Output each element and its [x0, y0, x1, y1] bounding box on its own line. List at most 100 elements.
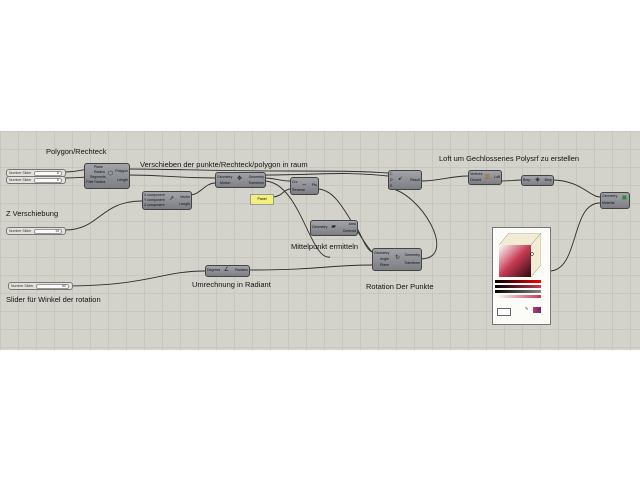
input-x[interactable]: X component: [144, 193, 165, 197]
input-crv[interactable]: Crv: [292, 180, 298, 184]
wire: [263, 177, 291, 182]
wire: [62, 270, 206, 287]
green-bar[interactable]: [495, 285, 541, 288]
output-transform[interactable]: Transform: [248, 181, 264, 185]
group-label-slider-winkel: Slider für Winkel der rotation: [6, 295, 101, 304]
input-d[interactable]: D: [390, 178, 393, 182]
alpha-bar[interactable]: [495, 295, 541, 298]
rotate-component[interactable]: Geometry Angle Plane ↻ Geometry Transfor…: [372, 248, 422, 271]
move-component[interactable]: Geometry Motion ✥ Geometry Transform: [215, 172, 266, 188]
polygon-icon: ⬡: [107, 171, 114, 177]
wire: [551, 179, 601, 198]
input-reverse[interactable]: Reverse: [292, 188, 306, 192]
wire: [499, 179, 522, 182]
input-plane[interactable]: Plane: [380, 263, 389, 267]
input-geometry[interactable]: Geometry: [217, 175, 233, 179]
wire-layer: [62, 168, 601, 287]
number-slider-segments[interactable]: Number Slider 6: [6, 176, 66, 184]
input-segments[interactable]: Segments: [90, 175, 106, 179]
wire: [419, 175, 469, 182]
output-geometry[interactable]: Geometry: [404, 253, 420, 257]
wire: [316, 188, 373, 253]
output-length[interactable]: Length: [179, 202, 190, 206]
input-vertices[interactable]: Vertices: [470, 172, 483, 176]
preview-component[interactable]: Geometry Material ▣: [600, 192, 630, 209]
colour-cube[interactable]: [499, 233, 541, 277]
loft-component[interactable]: Vertices Closed ▥ Loft: [468, 170, 502, 185]
slider-value: 6: [57, 178, 59, 182]
input-closed[interactable]: Closed: [470, 178, 481, 182]
radians-component[interactable]: Degrees ∠ Radians: [205, 265, 250, 277]
vector-xyz-component[interactable]: X component Y component Z component ↗ Ve…: [142, 191, 192, 210]
output-radians[interactable]: Radians: [235, 268, 248, 272]
area-component[interactable]: Geometry ▰ Area Centroid: [310, 220, 358, 236]
input-geometry[interactable]: Geometry: [312, 225, 328, 229]
cap-icon: ◈: [535, 177, 540, 183]
discontinuity-component[interactable]: Crv Reverse ⇔ Pts: [290, 177, 319, 195]
loft-icon: ▥: [484, 174, 491, 180]
grasshopper-canvas[interactable]: Polygon/Rechteck Verschieben der punkte/…: [0, 131, 640, 350]
input-y[interactable]: Y component: [144, 198, 165, 202]
input-fillet-radius[interactable]: Fillet Radius: [86, 180, 106, 184]
blue-bar[interactable]: [495, 290, 541, 293]
palette-icon[interactable]: [533, 307, 541, 313]
input-geometry[interactable]: Geometry: [602, 194, 618, 198]
rotate-icon: ↻: [394, 255, 401, 261]
wire: [263, 180, 331, 258]
input-material[interactable]: Material: [602, 201, 615, 205]
slider-value: 6: [57, 171, 59, 175]
slider-name: Number Slider: [9, 171, 32, 175]
panel-component[interactable]: Panel: [250, 194, 274, 205]
number-slider-z[interactable]: Number Slider 10: [6, 227, 66, 235]
input-z[interactable]: Z component: [144, 203, 165, 207]
input-radius[interactable]: Radius: [94, 170, 105, 174]
group-label-loft: Loft um Gechlossenes Polysrf zu erstelle…: [439, 154, 580, 163]
slider-track[interactable]: [34, 171, 62, 176]
preview-icon: ▣: [621, 195, 628, 201]
angle-icon: ∠: [223, 267, 230, 273]
slider-track[interactable]: [34, 178, 62, 183]
input-geometry[interactable]: Geometry: [374, 251, 390, 255]
slider-value: 10: [55, 229, 59, 233]
output-transform[interactable]: Transform: [404, 261, 420, 265]
input-brep[interactable]: Brep: [523, 178, 531, 182]
group-label-rotation: Rotation Der Punkte: [366, 282, 434, 291]
points-icon: ⇔: [301, 182, 308, 188]
output-pts[interactable]: Pts: [311, 183, 317, 187]
output-vector[interactable]: Vector: [180, 195, 190, 199]
group-label-polygon: Polygon/Rechteck: [46, 147, 107, 156]
number-slider-angle[interactable]: Number Slider 60: [8, 282, 73, 290]
swatch-preview[interactable]: [497, 308, 511, 316]
output-area[interactable]: Area: [348, 222, 356, 226]
slider-value: 60: [62, 284, 66, 288]
output-centroid[interactable]: Centroid: [342, 229, 356, 233]
cap-component[interactable]: Brep ◈ Brep: [521, 175, 554, 186]
slider-name: Number Slider: [9, 178, 32, 182]
output-result[interactable]: Result: [410, 178, 420, 182]
merge-component[interactable]: C D E ➹ Result: [388, 170, 422, 190]
wire: [127, 174, 216, 179]
slider-track[interactable]: [36, 284, 69, 289]
group-label-umrechnung: Umrechnung in Radiant: [192, 280, 271, 289]
slider-track[interactable]: [34, 229, 62, 234]
input-c[interactable]: C: [390, 172, 393, 176]
input-e[interactable]: E: [390, 184, 393, 188]
input-degrees[interactable]: Degrees: [207, 268, 221, 272]
output-loft[interactable]: Loft: [494, 175, 500, 179]
wire: [355, 226, 373, 253]
input-angle[interactable]: Angle: [380, 257, 389, 261]
colour-swatch-component[interactable]: ✎: [492, 227, 551, 325]
wire: [387, 187, 438, 260]
red-bar[interactable]: [495, 280, 541, 283]
output-brep[interactable]: Brep: [544, 178, 552, 182]
polygon-component[interactable]: Plane Radius Segments Fillet Radius ⬡ Po…: [84, 163, 130, 189]
wire: [127, 168, 389, 174]
eyedropper-icon[interactable]: ✎: [525, 306, 529, 311]
output-length[interactable]: Length: [117, 178, 128, 182]
move-icon: ✥: [236, 176, 243, 182]
group-label-z-verschiebung: Z Verschiebung: [6, 209, 59, 218]
output-geometry[interactable]: Geometry: [248, 175, 264, 179]
input-motion[interactable]: Motion: [220, 181, 231, 185]
output-polygon[interactable]: Polygon: [115, 169, 128, 173]
input-plane[interactable]: Plane: [94, 165, 103, 169]
